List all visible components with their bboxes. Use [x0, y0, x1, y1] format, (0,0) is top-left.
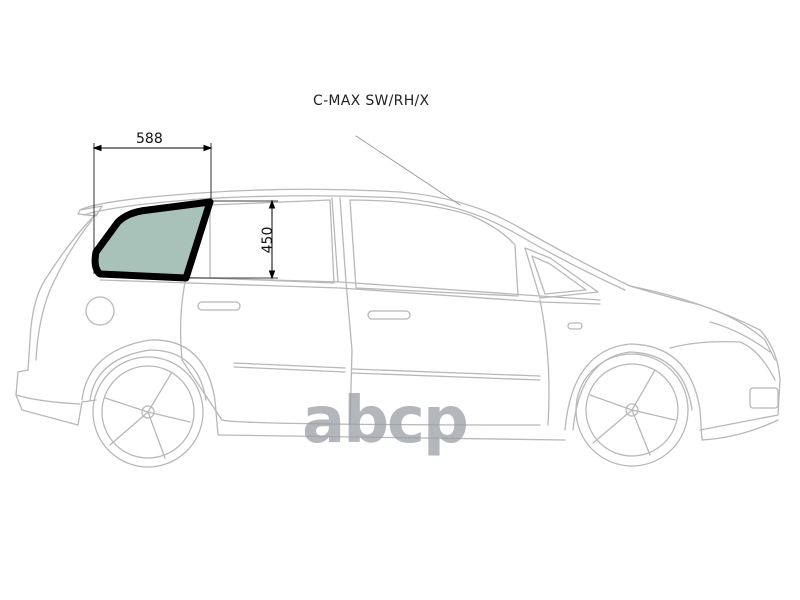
rear-quarter-glass	[91, 198, 214, 282]
watermark-logo: abcp	[302, 384, 469, 458]
model-label: C-MAX SW/RH/X	[313, 93, 430, 109]
fuel-door	[85, 296, 115, 326]
label-leader-line	[355, 135, 461, 206]
height-dimension-label: 450	[260, 226, 276, 254]
rear-bumper	[15, 369, 97, 426]
width-dimension-label: 588	[136, 131, 163, 147]
rear-wheel	[92, 356, 204, 468]
rear-hatch	[27, 213, 97, 371]
